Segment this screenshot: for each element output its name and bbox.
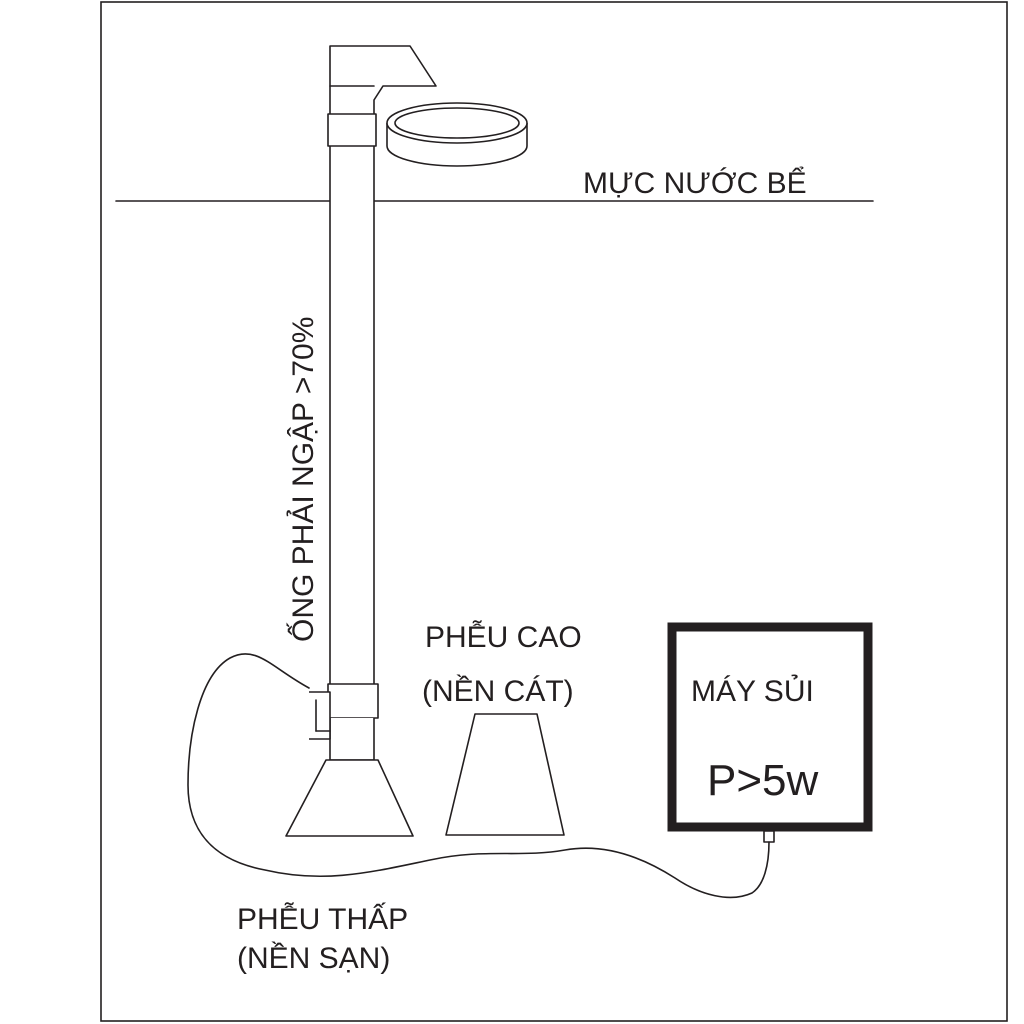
air-pump-outlet [763,830,775,843]
diagram-frame [100,1,1008,1022]
low-funnel [285,759,414,837]
air-pump-power: P>5w [707,756,819,805]
top-bowl [386,102,528,167]
air-pump: MÁY SỦI P>5w [667,622,873,843]
tall-funnel-label-line2: (NỀN CÁT) [422,674,574,708]
air-pump-name: MÁY SỦI [691,674,814,708]
air-inlet-nozzle [309,691,331,740]
air-pump-box [667,622,873,832]
top-coupler [327,113,377,147]
uplift-pipe [327,45,437,761]
bottom-coupler [327,683,379,719]
low-funnel-label-line1: PHỄU THẤP [237,902,408,936]
low-funnel-label-line2: (NỀN SẠN) [237,941,390,975]
tall-funnel-label-line1: PHỄU CAO [425,620,582,654]
tall-funnel [445,713,565,836]
water-level-label: MỰC NƯỚC BỂ [583,166,807,200]
pipe-note-label: ỐNG PHẢI NGẬP >70% [286,317,320,642]
air-hose [187,653,770,899]
